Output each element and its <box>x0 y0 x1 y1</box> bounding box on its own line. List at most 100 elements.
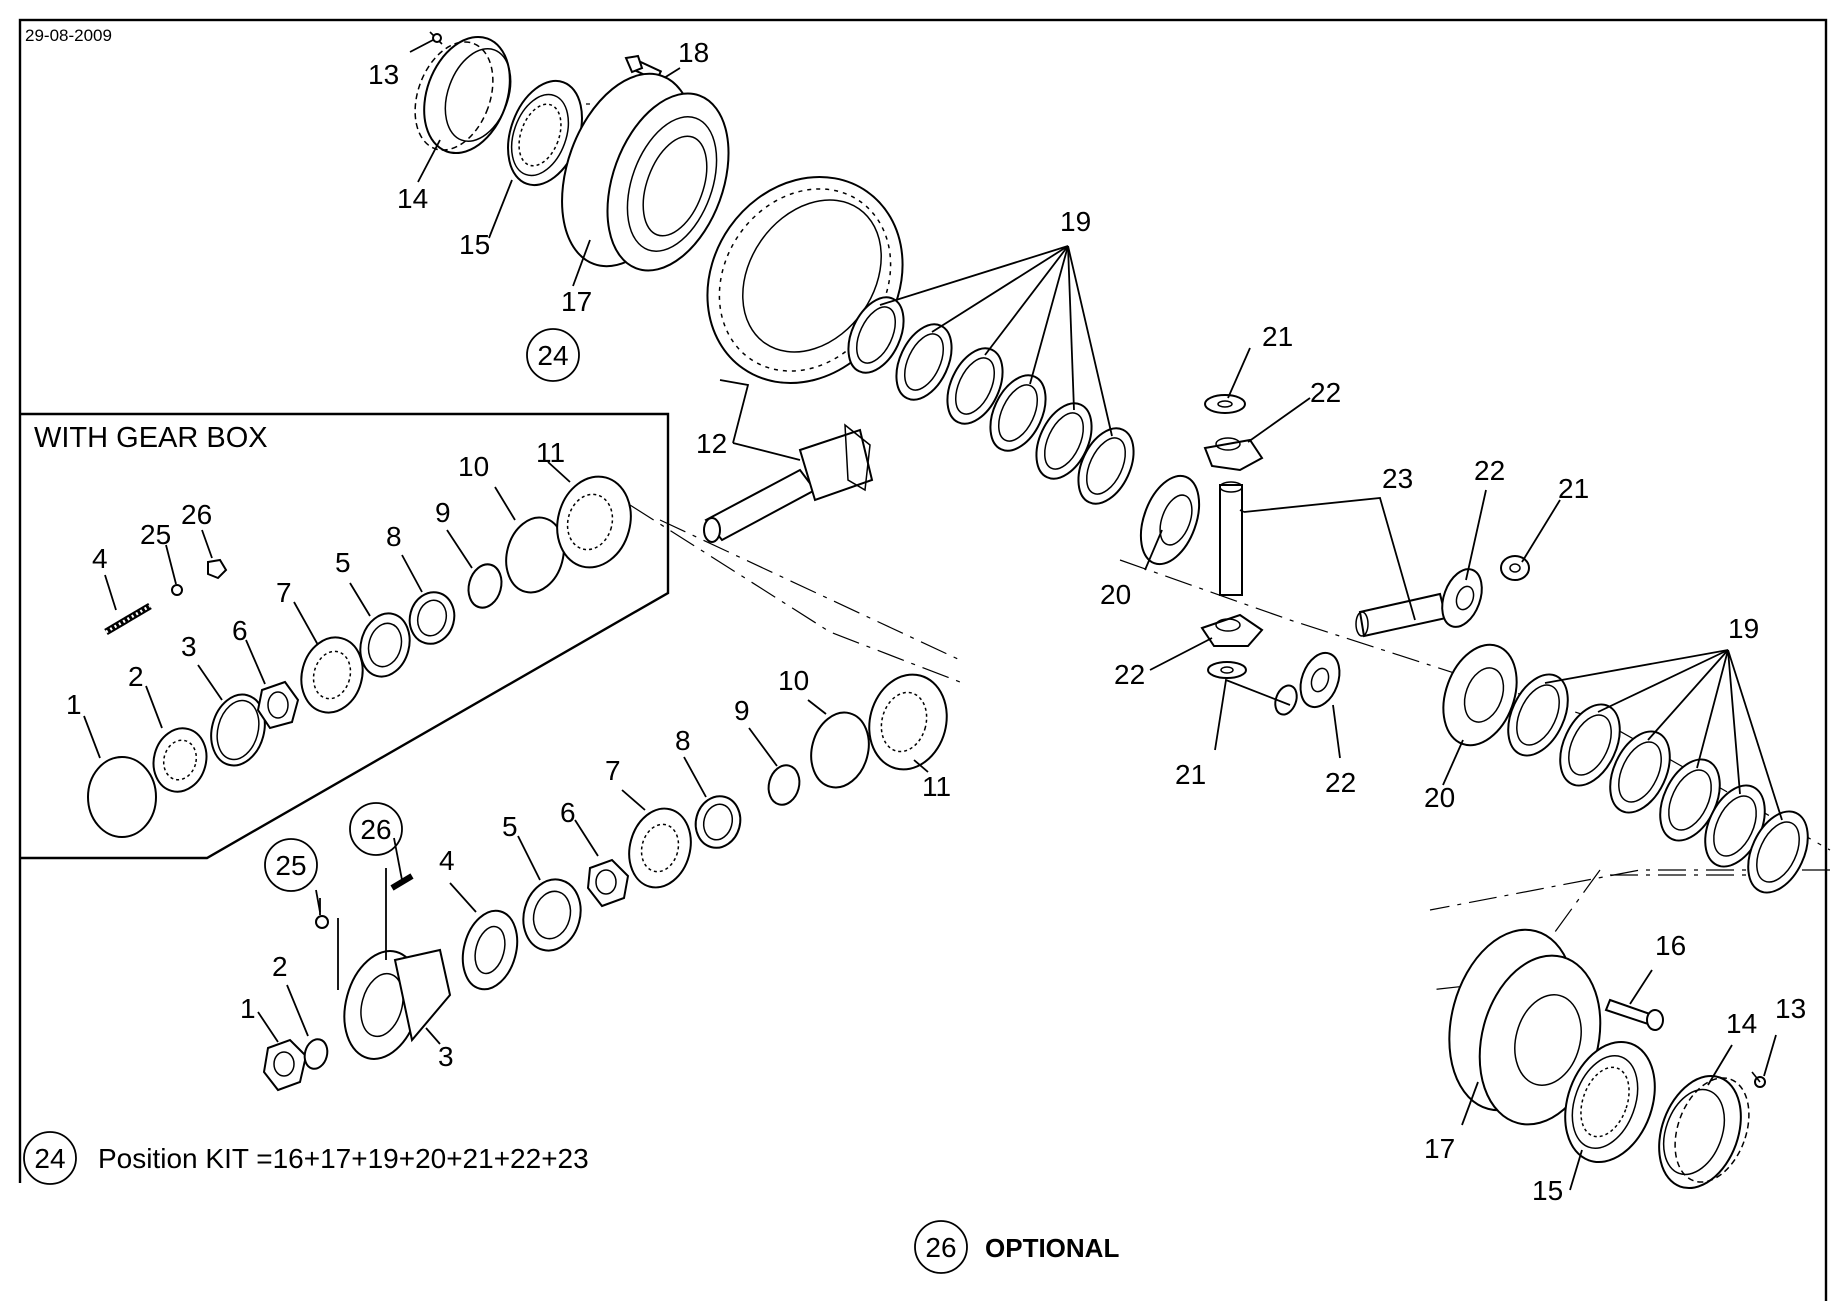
part-21-washer-mid <box>1274 684 1298 716</box>
labels-lower: 1 2 3 4 5 6 7 8 9 10 11 <box>240 665 951 1072</box>
part-15-bearing-bottom <box>1564 1040 1656 1164</box>
labels-right: 22 21 20 22 21 22 19 16 13 14 15 17 <box>1114 455 1806 1206</box>
inset-title: WITH GEAR BOX <box>34 422 268 454</box>
label-inset-9: 9 <box>435 497 451 528</box>
leaders-lower <box>257 699 929 1045</box>
label-inset-5: 5 <box>335 547 351 578</box>
label-lower-11: 11 <box>922 771 951 802</box>
labels-inset: 1 2 3 6 7 5 8 9 10 11 4 25 26 <box>66 437 565 720</box>
kit-note: 24 Position KIT =16+17+19+20+21+22+23 <box>23 1131 589 1185</box>
gearbox-inset-border <box>20 412 670 860</box>
label-14-bottom: 14 <box>1726 1008 1757 1039</box>
label-lower-8: 8 <box>675 725 691 756</box>
part-21-washer-bottom <box>1207 661 1247 679</box>
label-20-right: 20 <box>1424 782 1455 813</box>
lower-parts <box>262 673 948 1092</box>
part-22-pinion-bottom <box>1200 613 1264 647</box>
part-19-disc-stack-right <box>1507 673 1809 894</box>
label-16: 16 <box>1655 930 1686 961</box>
part-21-washer-right <box>1500 555 1530 581</box>
label-23: 23 <box>1382 463 1413 494</box>
leaders-bottom-right <box>1461 969 1777 1191</box>
label-inset-11: 11 <box>536 437 565 468</box>
part-16-bolt <box>1604 998 1664 1031</box>
label-22-left-bottom: 22 <box>1114 659 1145 690</box>
optional-note-number: 26 <box>925 1232 956 1263</box>
part-14-ring-nut-bottom <box>1658 1074 1750 1190</box>
part-23-cross-pin <box>1219 481 1448 638</box>
label-inset-1: 1 <box>66 689 82 720</box>
label-inset-3: 3 <box>181 631 197 662</box>
label-12: 12 <box>696 428 727 459</box>
label-lower-4: 4 <box>439 845 455 876</box>
label-lower-2: 2 <box>272 951 288 982</box>
part-22-pinion-mid <box>1299 651 1341 709</box>
label-13-bottom: 13 <box>1775 993 1806 1024</box>
label-22-right-top: 22 <box>1474 455 1505 486</box>
kit-note-number: 24 <box>34 1143 65 1174</box>
circled-26: 26 <box>349 802 403 856</box>
label-19-right: 19 <box>1728 613 1759 644</box>
circled-24-top: 24 <box>526 328 580 382</box>
label-13-top: 13 <box>368 59 399 90</box>
part-15-bearing-top <box>507 79 583 187</box>
part-13-screw-bottom <box>1751 1071 1766 1088</box>
label-22-mid-bottom: 22 <box>1325 767 1356 798</box>
label-lower-5: 5 <box>502 811 518 842</box>
leaders-19-top <box>879 245 1113 437</box>
svg-text:26: 26 <box>360 814 391 845</box>
label-22-top: 22 <box>1310 377 1341 408</box>
leaders-top-area <box>417 139 1561 786</box>
label-20-left: 20 <box>1100 579 1131 610</box>
label-15-bottom: 15 <box>1532 1175 1563 1206</box>
part-12-pinion-shaft <box>703 423 874 543</box>
label-21-right-top: 21 <box>1558 473 1589 504</box>
label-inset-8: 8 <box>386 521 402 552</box>
part-14-ring-nut-top <box>414 35 512 155</box>
label-15-top: 15 <box>459 229 490 260</box>
label-lower-1: 1 <box>240 993 256 1024</box>
part-20-side-gear-left <box>1139 474 1201 566</box>
label-lower-10: 10 <box>778 665 809 696</box>
part-17-housing-bottom <box>1448 928 1602 1126</box>
label-17-top: 17 <box>561 286 592 317</box>
svg-text:24: 24 <box>537 340 568 371</box>
label-19-top: 19 <box>1060 206 1091 237</box>
part-19-disc-stack-top <box>847 296 1135 505</box>
leaders-19-right <box>1544 649 1783 821</box>
label-lower-7: 7 <box>605 755 621 786</box>
label-inset-25: 25 <box>140 519 171 550</box>
svg-text:25: 25 <box>275 850 306 881</box>
label-inset-2: 2 <box>128 661 144 692</box>
optional-note-text: OPTIONAL <box>985 1233 1119 1263</box>
kit-note-text: Position KIT =16+17+19+20+21+22+23 <box>98 1143 589 1174</box>
label-inset-7: 7 <box>276 577 292 608</box>
label-inset-4: 4 <box>92 543 108 574</box>
label-21-top: 21 <box>1262 321 1293 352</box>
label-18: 18 <box>678 37 709 68</box>
part-22-pinion-top <box>1203 437 1264 472</box>
optional-note: 26 OPTIONAL <box>914 1220 1119 1274</box>
part-21-washer-top <box>1204 394 1246 414</box>
label-inset-26: 26 <box>181 499 212 530</box>
part-20-side-gear-right <box>1442 643 1518 747</box>
label-inset-6: 6 <box>232 615 248 646</box>
circled-25: 25 <box>264 838 318 892</box>
label-lower-6: 6 <box>560 797 576 828</box>
labels-top: 13 18 14 15 17 19 12 21 22 23 20 <box>368 37 1413 610</box>
label-lower-3: 3 <box>438 1041 454 1072</box>
inset-parts <box>87 475 632 838</box>
label-14-top: 14 <box>397 183 428 214</box>
part-22-pinion-right <box>1441 568 1483 628</box>
date-stamp: 29-08-2009 <box>25 26 112 45</box>
leaders-inset <box>83 461 571 759</box>
axis-inset <box>629 504 961 683</box>
page-frame <box>18 18 1828 1301</box>
label-17-bottom: 17 <box>1424 1133 1455 1164</box>
axis-top <box>659 519 961 661</box>
part-13-screw-top <box>409 31 443 53</box>
part-17-diff-housing-top <box>561 72 730 272</box>
label-21-bottom: 21 <box>1175 759 1206 790</box>
label-inset-10: 10 <box>458 451 489 482</box>
